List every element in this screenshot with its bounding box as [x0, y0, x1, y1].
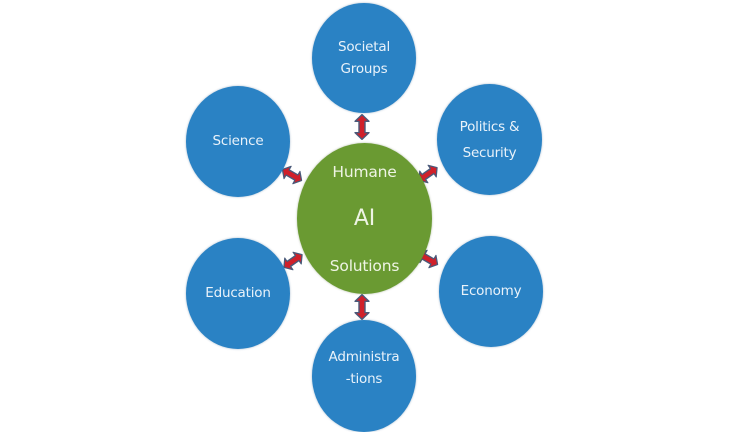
node-societal-groups[interactable]: Societal Groups	[312, 3, 416, 113]
node-administrations[interactable]: Administra -tions	[312, 320, 416, 432]
center-label-line-3: Solutions	[329, 256, 400, 275]
node-label-line-1: Education	[205, 285, 271, 301]
node-economy[interactable]: Economy	[439, 236, 543, 347]
node-education[interactable]: Education	[186, 238, 290, 349]
node-label-line-1: Economy	[460, 283, 522, 299]
node-label-line-2: -tions	[345, 371, 383, 387]
node-label-line-1: Science	[212, 133, 264, 149]
node-label-line-2: Security	[462, 144, 517, 161]
node-label-line-2: Groups	[340, 61, 388, 77]
arrow-administrations-icon	[354, 293, 370, 321]
arrow-societal-groups-icon	[354, 113, 370, 141]
node-politics-security[interactable]: Politics & Security	[437, 84, 542, 195]
center-label-line-2: AI	[353, 205, 376, 231]
center-node-humane-ai-solutions[interactable]: Humane AI Solutions	[297, 143, 432, 294]
node-label-line-1: Societal	[337, 39, 391, 55]
center-label-line-1: Humane	[332, 162, 397, 181]
node-label-line-1: Politics &	[459, 118, 520, 135]
node-science[interactable]: Science	[186, 86, 290, 197]
node-label-line-1: Administra	[328, 349, 400, 365]
